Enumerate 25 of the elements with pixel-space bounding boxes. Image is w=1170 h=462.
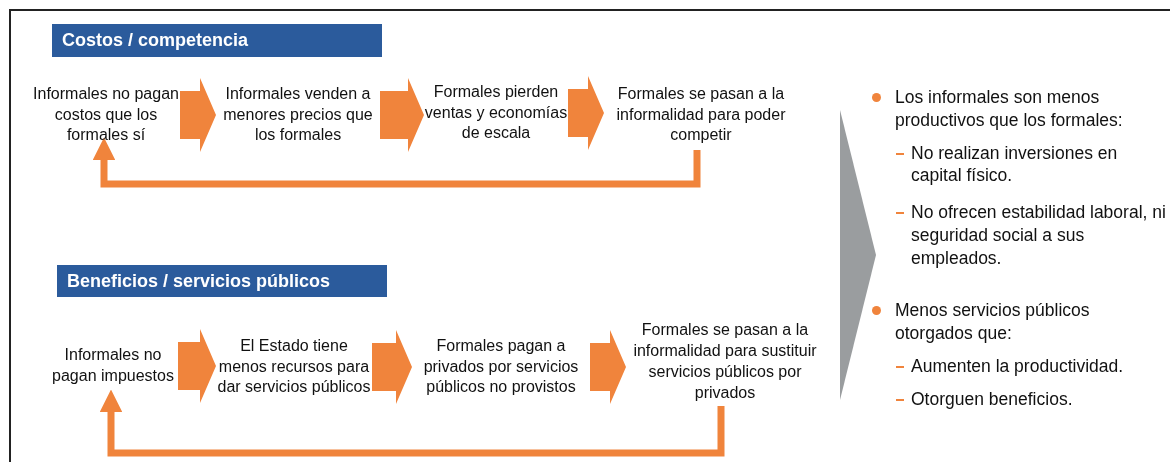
feedback-arrow — [92, 137, 701, 188]
block-arrow — [372, 330, 412, 404]
section-header: Costos / competencia — [52, 24, 382, 57]
bullet-text: Otorguen beneficios. — [911, 387, 1073, 411]
bullet-text: No ofrecen estabilidad laboral, ni seguridad social a sus empleados. — [911, 201, 1167, 270]
block-arrow — [568, 76, 604, 150]
step-text: Informales no pagan costos que los formales sí — [32, 80, 180, 150]
step-text: Formales pierden ventas y economías de escala — [424, 66, 568, 160]
step-text: Informales no pagan impuestos — [48, 330, 178, 402]
step-text: Formales se pasan a la informalidad para sustituir servicios públicos por privados — [626, 318, 824, 406]
step-text: Formales se pasan a la informalidad para poder competir — [604, 80, 798, 150]
block-arrow — [380, 78, 424, 152]
chevron-shape — [840, 110, 876, 400]
bullet-text: Aumenten la productividad. — [911, 354, 1124, 378]
section-header: Beneficios / servicios públicos — [57, 265, 387, 297]
bullet-text: No realizan inversiones en capital físico. — [911, 141, 1119, 187]
bullet-text: Menos servicios públicos otorgados que: — [895, 299, 1091, 345]
step-text: El Estado tiene menos recursos para dar servicios públicos — [216, 322, 372, 412]
block-arrow — [180, 78, 216, 152]
feedback-arrow — [99, 389, 725, 457]
step-text: Formales pagan a privados por servicios públicos no provistos — [412, 322, 590, 412]
block-arrow — [178, 329, 216, 403]
bullet-text: Los informales son menos productivos que los formales: — [895, 86, 1124, 132]
step-text: Informales venden a menores precios que los formales — [216, 80, 380, 150]
block-arrow — [590, 330, 626, 404]
